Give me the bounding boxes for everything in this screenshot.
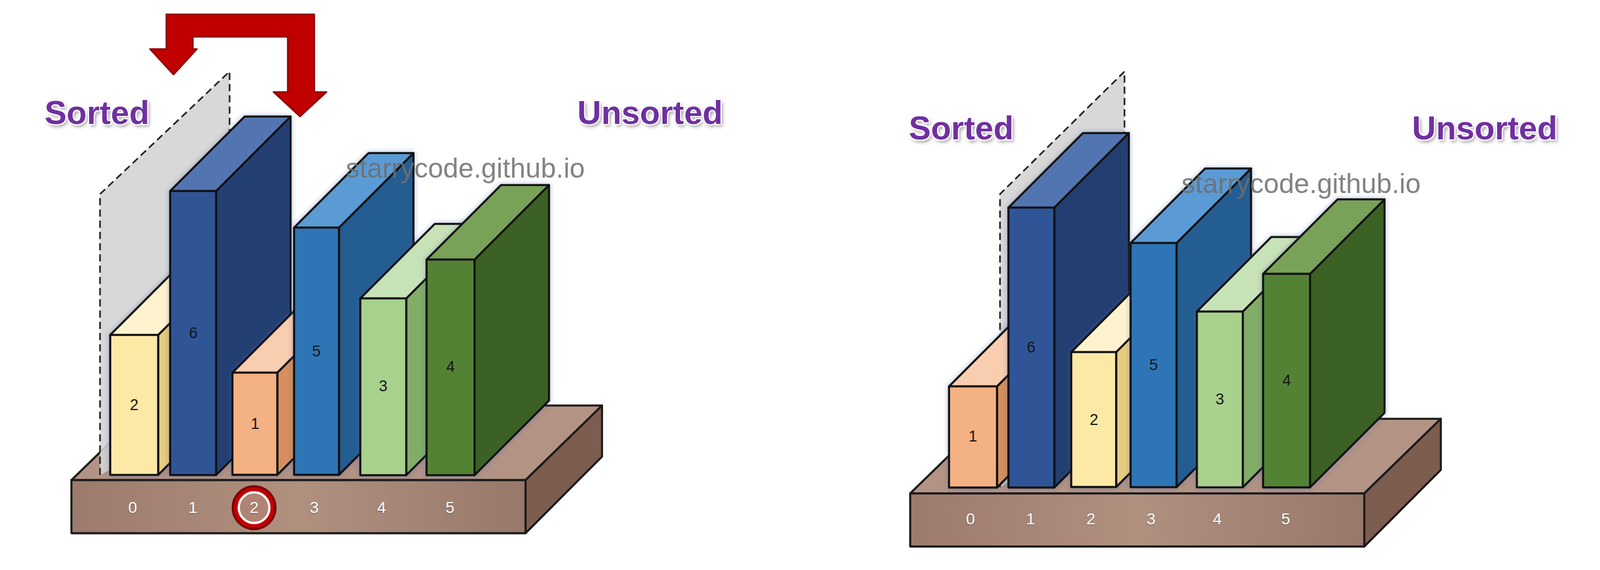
bar-front-face bbox=[170, 190, 216, 475]
bar-front-face bbox=[294, 227, 340, 476]
bar-value: 4 bbox=[445, 359, 455, 375]
bar-front: 3 bbox=[1196, 311, 1243, 488]
index-number: 1 bbox=[188, 497, 198, 516]
index-number: 1 bbox=[1026, 509, 1036, 528]
move-arrow bbox=[150, 14, 327, 117]
index-number: 3 bbox=[1146, 509, 1156, 528]
region-label: Unsorted bbox=[577, 93, 723, 131]
region-label-anchor: Sorted bbox=[909, 109, 1015, 147]
index-number-anchor: 2 bbox=[1086, 509, 1096, 528]
index-highlight-inner-ring bbox=[238, 492, 270, 524]
index-number-anchor: 0 bbox=[966, 509, 976, 528]
watermark: starrycode.github.io bbox=[1181, 168, 1421, 199]
index-number: 0 bbox=[966, 509, 976, 528]
bar-top-face bbox=[170, 116, 291, 192]
bar-value: 6 bbox=[1026, 339, 1036, 356]
bar-front-face bbox=[1263, 273, 1310, 488]
bar-front: 2 bbox=[110, 335, 159, 476]
index-number-anchor: 5 bbox=[1281, 509, 1291, 528]
watermark-anchor: starrycode.github.io bbox=[345, 153, 585, 184]
index-number: 5 bbox=[1281, 509, 1291, 528]
shelf-side bbox=[525, 405, 602, 534]
index-number-anchor: 1 bbox=[1026, 509, 1036, 528]
region-label: Sorted bbox=[44, 93, 150, 131]
bar-top-face bbox=[426, 185, 549, 260]
bar-front-face bbox=[949, 386, 998, 488]
bar-front-face bbox=[1071, 352, 1117, 488]
watermark: starrycode.github.io bbox=[345, 153, 585, 184]
index-number-anchor: 3 bbox=[310, 498, 320, 517]
bar-value: 6 bbox=[189, 325, 198, 341]
bar-front: 1 bbox=[232, 372, 278, 476]
bar-value: 3 bbox=[378, 378, 388, 395]
bar-value: 5 bbox=[1149, 357, 1159, 373]
bar-front-face bbox=[360, 298, 406, 475]
bar-front: 4 bbox=[1263, 273, 1310, 488]
region-label: Sorted bbox=[909, 109, 1015, 147]
index-number-anchor: 2 bbox=[249, 498, 259, 517]
bar-front-face bbox=[1196, 311, 1243, 488]
bar-front: 4 bbox=[426, 259, 475, 475]
index-number: 2 bbox=[249, 497, 259, 516]
region-label-anchor: Sorted bbox=[44, 94, 150, 131]
bar-front: 6 bbox=[1008, 207, 1055, 488]
index-number-anchor: 4 bbox=[1212, 509, 1222, 528]
index-number-anchor: 3 bbox=[1146, 509, 1156, 528]
bar-value: 2 bbox=[129, 397, 139, 413]
bar-top-face bbox=[1263, 199, 1385, 275]
index-number: 0 bbox=[128, 497, 138, 516]
shelf-side bbox=[1364, 418, 1441, 547]
bar-front: 6 bbox=[170, 190, 216, 475]
bar-front: 3 bbox=[360, 298, 406, 475]
bar-value: 1 bbox=[250, 416, 260, 432]
array-bar: 4 bbox=[1263, 199, 1385, 488]
watermark-anchor: starrycode.github.io bbox=[1181, 169, 1421, 200]
bar-front-face bbox=[232, 372, 278, 476]
bar-front: 5 bbox=[294, 227, 340, 476]
bar-value: 1 bbox=[968, 428, 978, 445]
bar-front: 2 bbox=[1071, 352, 1117, 488]
bar-front-face bbox=[1130, 243, 1177, 488]
bar-prism bbox=[426, 185, 549, 476]
index-number-anchor: 5 bbox=[445, 498, 455, 517]
bar-front-face bbox=[1008, 207, 1055, 488]
index-highlight-ring bbox=[232, 485, 276, 529]
index-number: 3 bbox=[310, 497, 320, 516]
bar-front-face bbox=[426, 259, 475, 475]
shelf-front bbox=[71, 480, 526, 534]
bar-top-face bbox=[1008, 133, 1129, 208]
index-number: 4 bbox=[1212, 509, 1222, 528]
region-label-anchor: Unsorted bbox=[577, 94, 723, 131]
index-number: 2 bbox=[1086, 509, 1096, 528]
bar-front-face bbox=[110, 335, 159, 476]
index-number-anchor: 1 bbox=[188, 498, 198, 517]
bar-value: 4 bbox=[1282, 372, 1292, 389]
bar-prism bbox=[1263, 199, 1385, 488]
bar-value: 2 bbox=[1089, 412, 1099, 428]
bar-front: 5 bbox=[1130, 243, 1177, 488]
shelf-front bbox=[910, 493, 1365, 547]
bar-value: 3 bbox=[1215, 391, 1225, 408]
region-label-anchor: Unsorted bbox=[1412, 109, 1558, 147]
index-number-anchor: 0 bbox=[128, 498, 138, 517]
bar-value: 5 bbox=[311, 343, 321, 360]
region-label: Unsorted bbox=[1412, 109, 1558, 147]
index-number: 5 bbox=[445, 497, 455, 516]
index-number-anchor: 4 bbox=[377, 498, 387, 517]
array-bar: 4 bbox=[426, 185, 549, 476]
bar-front: 1 bbox=[949, 386, 998, 488]
index-number: 4 bbox=[377, 497, 387, 516]
